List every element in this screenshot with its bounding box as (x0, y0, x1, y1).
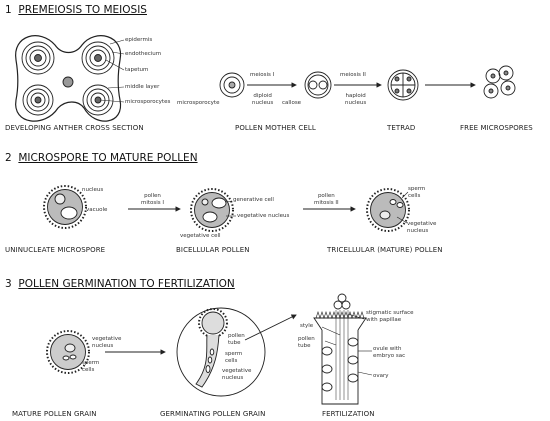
caption-free-microspores: FREE MICROSPORES (460, 124, 533, 132)
label-generative-cell: generative cell (233, 197, 274, 203)
pistil-fertilization (313, 293, 373, 405)
label-pollen-mitosis-2: pollen mitosis II (314, 193, 339, 206)
label-microsporocytes: microsporocytes (125, 99, 171, 105)
label-pollen-tube-2: pollen tube (298, 336, 315, 349)
label-meiosis-1: meiosis I (250, 72, 275, 78)
tetrad-stage (387, 69, 476, 101)
caption-anther-cross-section: DEVELOPING ANTHER CROSS SECTION (5, 124, 144, 132)
caption-uninucleate-microspore: UNINUCLEATE MICROSPORE (5, 246, 106, 254)
caption-fertilization: FERTILIZATION (322, 410, 375, 418)
label-callose: callose (282, 100, 302, 106)
section-3-heading: 3 POLLEN GERMINATION TO FERTILIZATION (5, 278, 235, 290)
caption-bicellular-pollen: BICELLULAR POLLEN (176, 246, 250, 254)
label-style: style (300, 323, 314, 329)
label-stigmatic-surface: stigmatic surface with papillae (366, 310, 414, 323)
label-vegetative-nucleus-s3: vegetative nucleus (92, 336, 122, 349)
label-nucleus: nucleus (82, 187, 104, 193)
label-meiosis-2: meiosis II (340, 72, 366, 78)
caption-tetrad: TETRAD (387, 124, 416, 132)
label-middle-layer: middle layer (125, 84, 160, 90)
label-endothecium: endothecium (125, 51, 162, 57)
label-haploid-nucleus: haploid nucleus (345, 93, 367, 106)
caption-pollen-mother-cell: POLLEN MOTHER CELL (235, 124, 316, 132)
label-epidermis: epidermis (125, 37, 153, 43)
germinating-pollen-grain (176, 307, 266, 397)
bicellular-pollen (190, 188, 236, 232)
label-sperm-cells-s3-2: sperm cells (225, 351, 243, 364)
label-diploid-nucleus: diploid nucleus (252, 93, 274, 106)
tricellular-pollen (366, 188, 410, 232)
mature-pollen-grain (46, 330, 90, 374)
label-ovule-embryo-sac: ovule with embryo sac (373, 346, 406, 359)
label-vegetative-nucleus-s3-2: vegetative nucleus (222, 368, 252, 381)
caption-tricellular-pollen: TRICELLULAR (MATURE) POLLEN (327, 246, 443, 254)
free-microspores (483, 65, 516, 99)
anther-cross-section (15, 35, 125, 122)
label-pollen-tube: pollen tube (228, 333, 245, 346)
label-ovary: ovary (373, 373, 389, 379)
label-microsporocyte: microsporocyte (177, 100, 220, 106)
label-vacuole: vacuole (86, 207, 108, 213)
label-tapetum: tapetum (125, 67, 149, 73)
label-vegetative-nucleus-2: vegetative nucleus (407, 221, 437, 234)
caption-germinating-pollen-grain: GERMINATING POLLEN GRAIN (160, 410, 266, 418)
label-sperm-cells: sperm cells (408, 186, 426, 199)
label-pollen-mitosis-1: pollen mitosis I (141, 193, 165, 206)
label-vegetative-nucleus: vegetative nucleus (237, 213, 290, 219)
pollen-mother-cell-stage (219, 71, 382, 99)
label-vegetative-cell: vegetative cell (180, 233, 221, 239)
label-sperm-cells-s3: sperm cells (82, 360, 100, 373)
uninucleate-microspore (43, 185, 87, 229)
section-1-heading: 1 PREMEIOSIS TO MEIOSIS (5, 4, 147, 16)
section-2-heading: 2 MICROSPORE TO MATURE POLLEN (5, 152, 198, 164)
caption-mature-pollen-grain: MATURE POLLEN GRAIN (12, 410, 97, 418)
